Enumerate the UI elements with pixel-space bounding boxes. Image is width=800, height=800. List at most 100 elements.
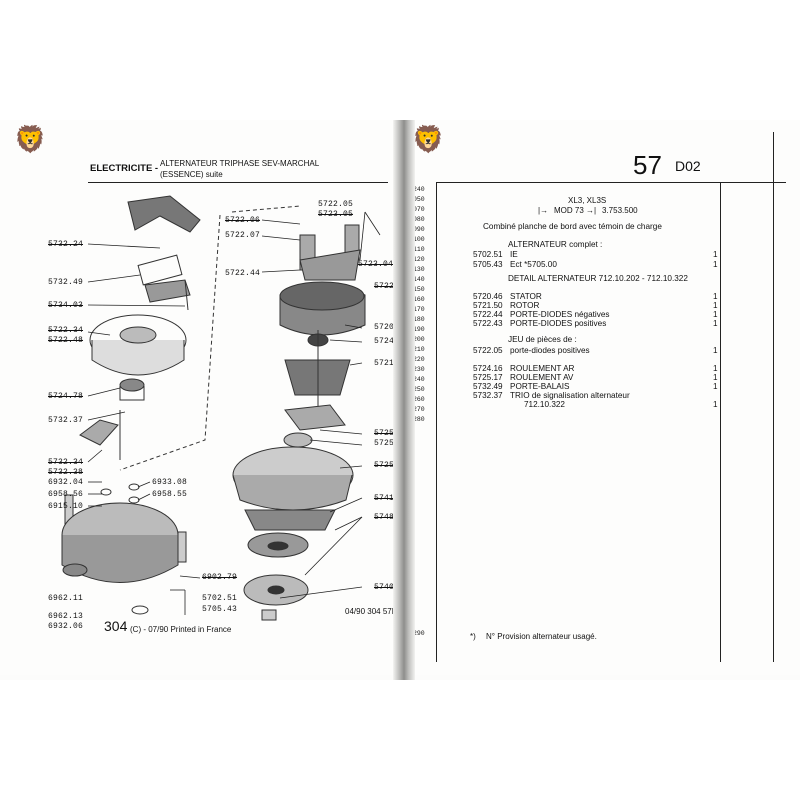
part-desc: Ect *5705.00 (510, 260, 557, 269)
line-number: 220 (413, 356, 425, 363)
part-qty: 1 (713, 260, 718, 269)
part-desc: 712.10.322 (524, 400, 565, 409)
line-number: 080 (413, 216, 425, 223)
line-number: 200 (413, 336, 425, 343)
part-label: 5732.49 (48, 278, 84, 287)
line-number: 100 (413, 236, 425, 243)
line-number: 140 (413, 276, 425, 283)
line-number: 170 (413, 306, 425, 313)
part-label: 5732.38 (48, 468, 84, 477)
line-number: 050 (413, 196, 425, 203)
part-label: 5723.05 (318, 210, 354, 219)
part-label: 5705.43 (202, 605, 238, 614)
part-label: 5740.43 (374, 583, 400, 592)
part-label: 6962.11 (48, 594, 84, 603)
part-qty: 1 (713, 301, 718, 310)
part-label: 6932.06 (48, 622, 84, 631)
line-number: 270 (413, 406, 425, 413)
line-number: 240 (413, 376, 425, 383)
part-qty: 1 (713, 250, 718, 259)
mod-line: MOD 73 (554, 206, 584, 215)
line-number: 280 (413, 416, 425, 423)
part-label: 5722.06 (225, 216, 261, 225)
line-number: 240 (413, 186, 425, 193)
part-label: 6902.79 (202, 573, 238, 582)
part-qty: 1 (713, 373, 718, 382)
diagram-subtitle: (ESSENCE) suite (160, 170, 223, 179)
part-label: 5722.05 (318, 200, 354, 209)
part-label: 5722.07 (225, 231, 261, 240)
group-heading: ALTERNATEUR complet : (508, 240, 603, 249)
part-label: 5724.16 (374, 337, 400, 346)
group-heading: DETAIL ALTERNATEUR 712.10.202 - 712.10.3… (508, 274, 688, 283)
part-desc: PORTE-BALAIS (510, 382, 570, 391)
part-desc: ROTOR (510, 301, 540, 310)
part-label: 5741.45 (374, 494, 400, 503)
line-number: 210 (413, 346, 425, 353)
peugeot-lion-logo: 🦁 (412, 124, 445, 154)
line-number: 260 (413, 396, 425, 403)
part-ref: 5721.50 (473, 301, 503, 310)
part-desc: ROULEMENT AV (510, 373, 574, 382)
part-qty: 1 (713, 382, 718, 391)
part-label: 5722.48 (48, 336, 84, 345)
line-number: 290 (413, 630, 425, 637)
part-ref: 5702.51 (473, 250, 503, 259)
part-label: 6958.55 (152, 490, 188, 499)
part-label: 5725.45 (374, 461, 400, 470)
line-number: 190 (413, 326, 425, 333)
part-ref: 5732.49 (473, 382, 503, 391)
part-qty: 1 (713, 310, 718, 319)
line-number: 150 (413, 286, 425, 293)
part-ref: 5724.16 (473, 364, 503, 373)
part-desc: porte-diodes positives (510, 346, 590, 355)
part-label: 5723.04 (358, 260, 394, 269)
part-label: 5725.17 (374, 439, 400, 448)
part-label: 5732.37 (48, 416, 84, 425)
model-list: XL3, XL3S (568, 196, 607, 205)
part-ref: 5722.05 (473, 346, 503, 355)
part-label: 5720.46 (374, 323, 400, 332)
part-desc: PORTE-DIODES positives (510, 319, 607, 328)
part-desc: ROULEMENT AR (510, 364, 575, 373)
part-label: 5722.34 (48, 326, 84, 335)
part-label: 5722.43 (374, 282, 400, 291)
exploded-view-drawing (61, 195, 381, 621)
page-section-number: 57 (633, 150, 662, 180)
mod-end-arrow: →| (586, 206, 597, 215)
group-heading: JEU de pièces de : (508, 335, 577, 344)
part-label: 5724.78 (48, 392, 84, 401)
part-ref: 5725.17 (473, 373, 503, 382)
book-gutter (393, 120, 415, 680)
part-label: 5702.51 (202, 594, 238, 603)
part-ref: 5732.37 (473, 391, 503, 400)
part-label: 6932.04 (48, 478, 84, 487)
part-label: 5722.44 (225, 269, 261, 278)
line-number: 130 (413, 266, 425, 273)
part-qty: 1 (713, 364, 718, 373)
print-footer: (C) - 07/90 Printed in France (130, 625, 232, 634)
part-qty: 1 (713, 346, 718, 355)
part-label: 5734.03 (48, 301, 84, 310)
mod-end: 3.753.500 (602, 206, 638, 215)
part-desc: STATOR (510, 292, 542, 301)
part-qty: 1 (713, 319, 718, 328)
part-ref: 5722.43 (473, 319, 503, 328)
mod-start-arrow: |→ (538, 206, 549, 215)
page-number: 304 (104, 618, 128, 634)
diagram-title: ALTERNATEUR TRIPHASE SEV-MARCHAL (160, 159, 320, 168)
page-section-code: D02 (675, 158, 701, 174)
line-number: 180 (413, 316, 425, 323)
line-number: 250 (413, 386, 425, 393)
part-label: 6962.13 (48, 612, 84, 621)
part-label: 5748.06 (374, 513, 400, 522)
line-number: 090 (413, 226, 425, 233)
part-qty: 1 (713, 400, 718, 409)
part-label: 6958.56 (48, 490, 84, 499)
part-desc: PORTE-DIODES négatives (510, 310, 610, 319)
footnote: N° Provision alternateur usagé. (486, 632, 597, 641)
part-label: 6915.10 (48, 502, 84, 511)
part-qty: 1 (713, 292, 718, 301)
part-ref: 5705.43 (473, 260, 503, 269)
